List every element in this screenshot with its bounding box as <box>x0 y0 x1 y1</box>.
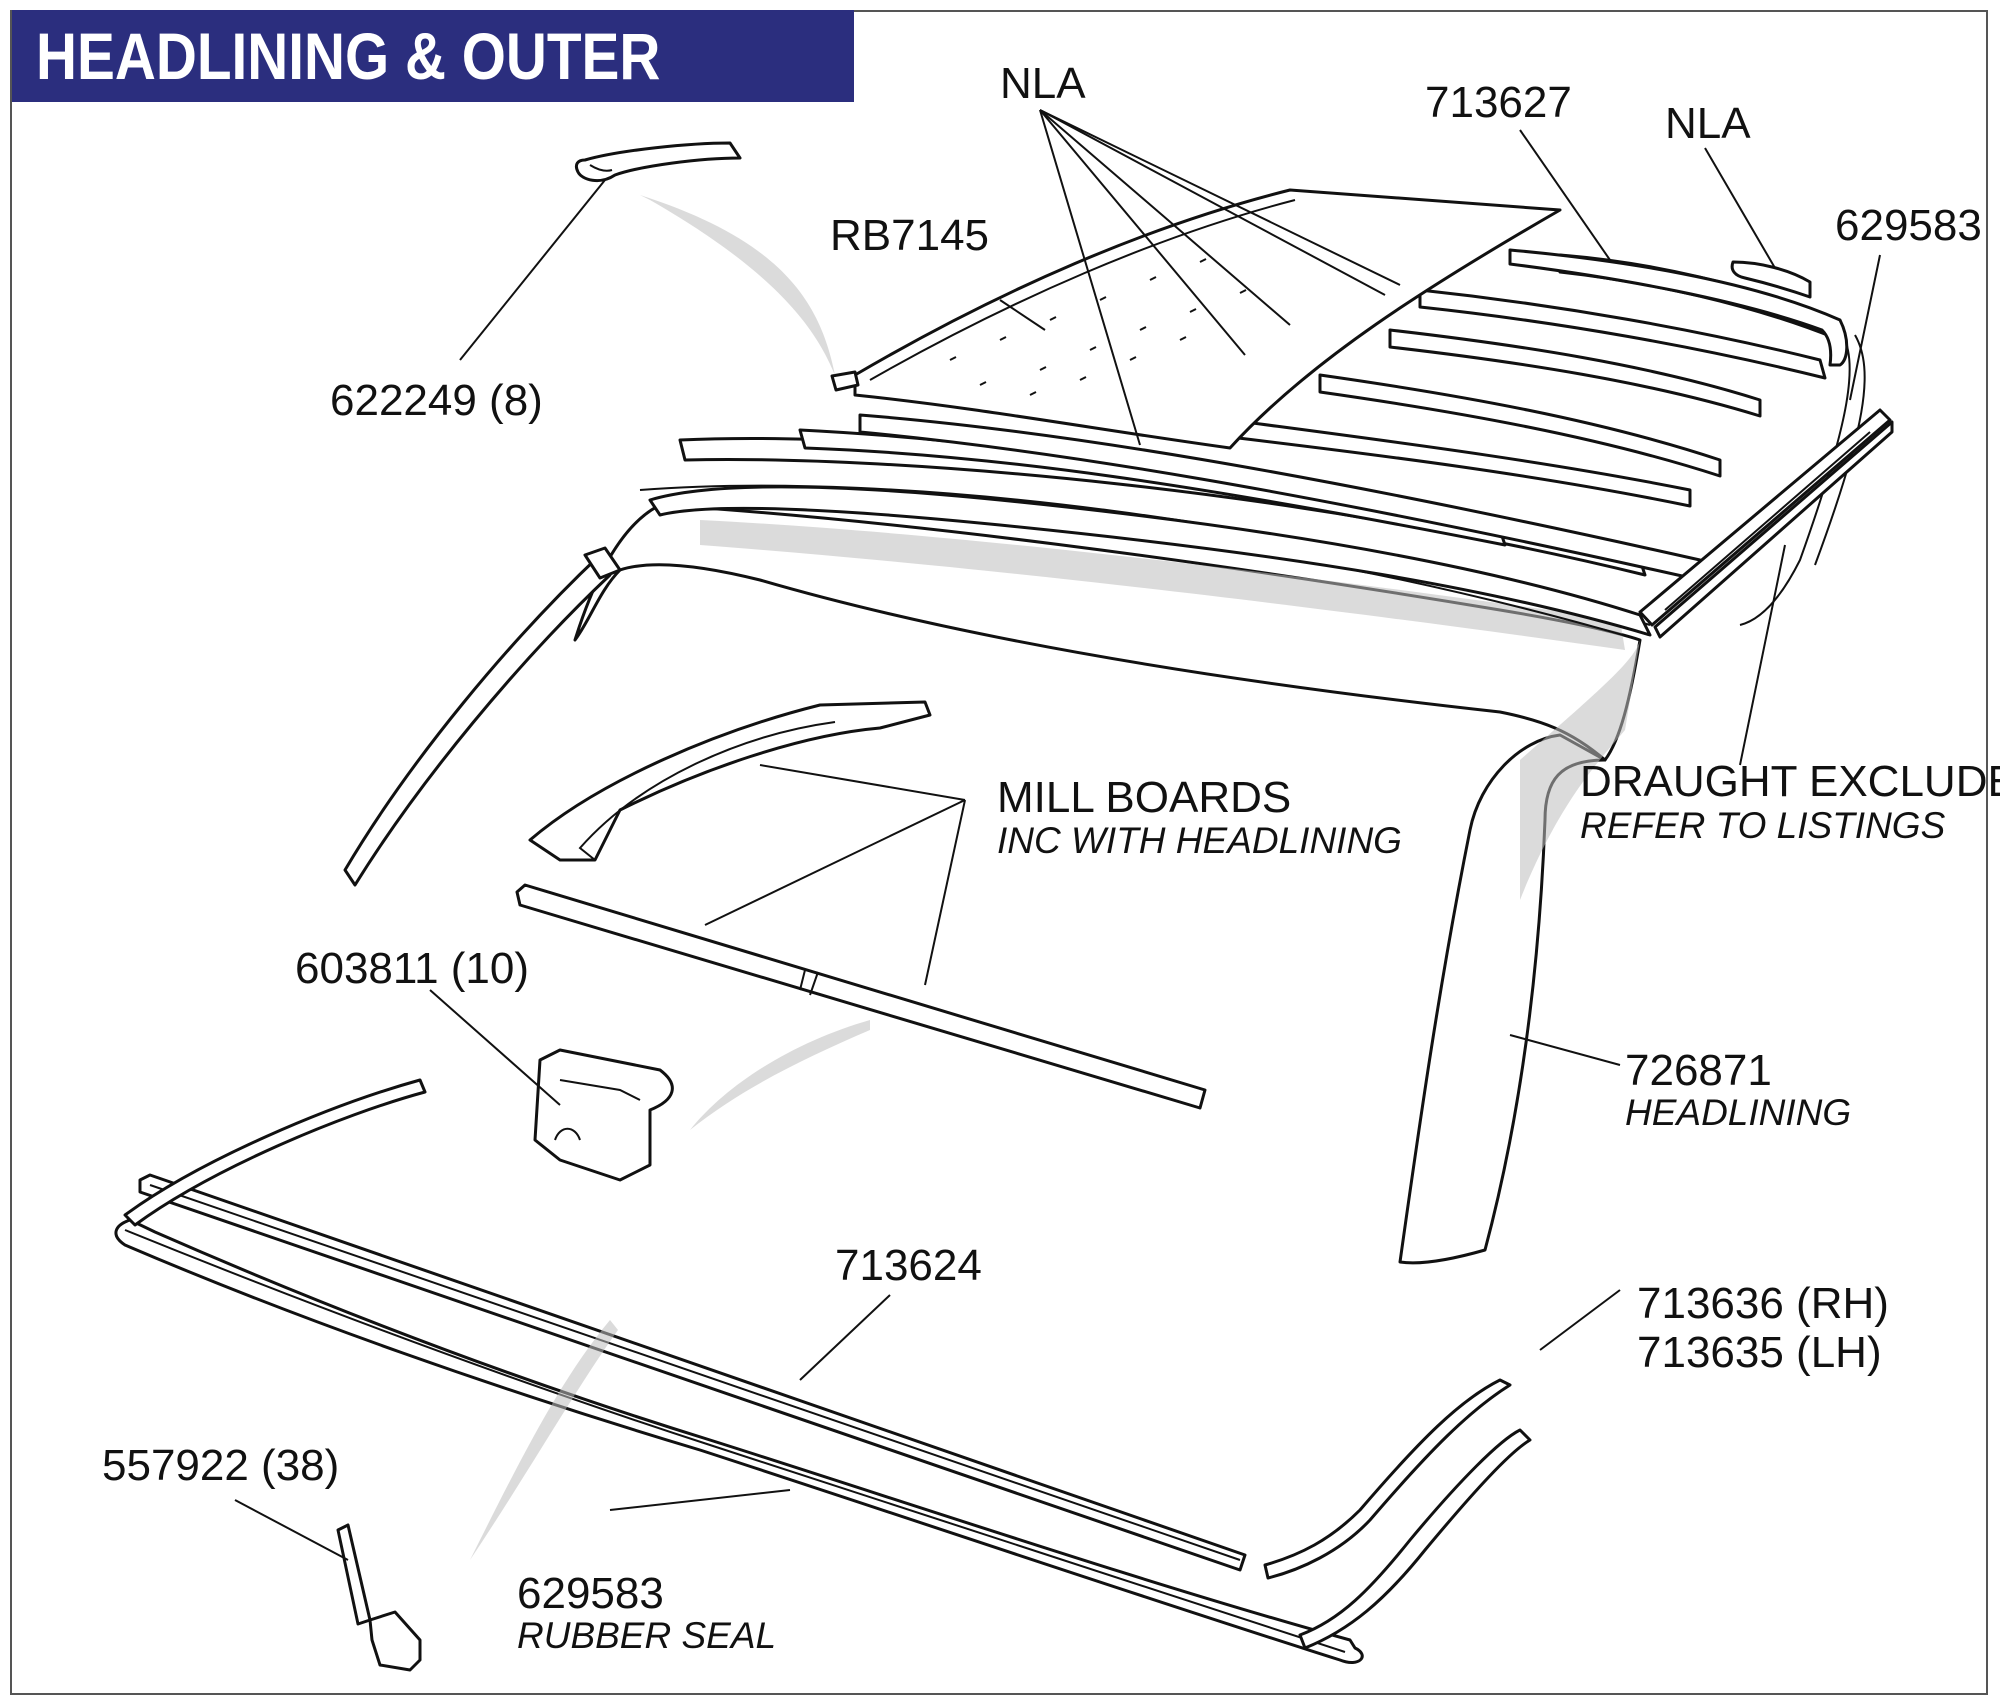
label-refer-to-listings: REFER TO LISTINGS <box>1580 805 1946 846</box>
draught-excluder-strip <box>1638 408 1894 639</box>
label-629583-bottom: 629583 <box>517 1569 664 1618</box>
rail-713627 <box>1508 248 1849 367</box>
label-nla-right: NLA <box>1665 99 1751 148</box>
label-headlining: HEADLINING <box>1625 1092 1851 1133</box>
label-inc-with-headlining: INC WITH HEADLINING <box>997 820 1402 861</box>
rivet-557922 <box>336 1523 422 1672</box>
mill-boards <box>515 700 1207 1130</box>
diagram-title: HEADLINING & OUTER SEALS <box>36 19 661 185</box>
label-rubber-seal: RUBBER SEAL <box>517 1615 776 1656</box>
sunroof-panel-rb7145 <box>830 188 1562 450</box>
label-603811: 603811 (10) <box>295 944 529 993</box>
label-713627: 713627 <box>1425 78 1572 127</box>
sunroof-stitch-marks <box>949 258 1247 396</box>
label-713624: 713624 <box>835 1241 982 1290</box>
label-713636-rh: 713636 (RH) <box>1637 1279 1889 1328</box>
clip-622249 <box>574 141 835 375</box>
leader-lines <box>234 109 1881 1561</box>
diagram-title-banner: HEADLINING & OUTER SEALS <box>12 10 854 185</box>
nla-clip-piece <box>1730 260 1812 299</box>
label-557922: 557922 (38) <box>102 1441 339 1490</box>
label-rb7145: RB7145 <box>830 211 989 260</box>
label-713635-lh: 713635 (LH) <box>1637 1328 1882 1377</box>
headlining-726871 <box>343 484 1652 1265</box>
clip-603811 <box>533 1048 674 1182</box>
diagram-frame <box>10 10 1988 1695</box>
label-mill-boards: MILL BOARDS <box>997 773 1291 822</box>
label-629583-top: 629583 <box>1835 201 1982 250</box>
lower-seal-frame <box>114 1078 1532 1664</box>
label-draught-excluder: DRAUGHT EXCLUDER <box>1580 757 2000 806</box>
label-726871: 726871 <box>1625 1046 1772 1095</box>
part-labels: NLA 713627 NLA 629583 RB7145 622249 (8) … <box>102 59 2000 1656</box>
label-622249: 622249 (8) <box>330 376 543 425</box>
label-nla-top: NLA <box>1000 59 1086 108</box>
